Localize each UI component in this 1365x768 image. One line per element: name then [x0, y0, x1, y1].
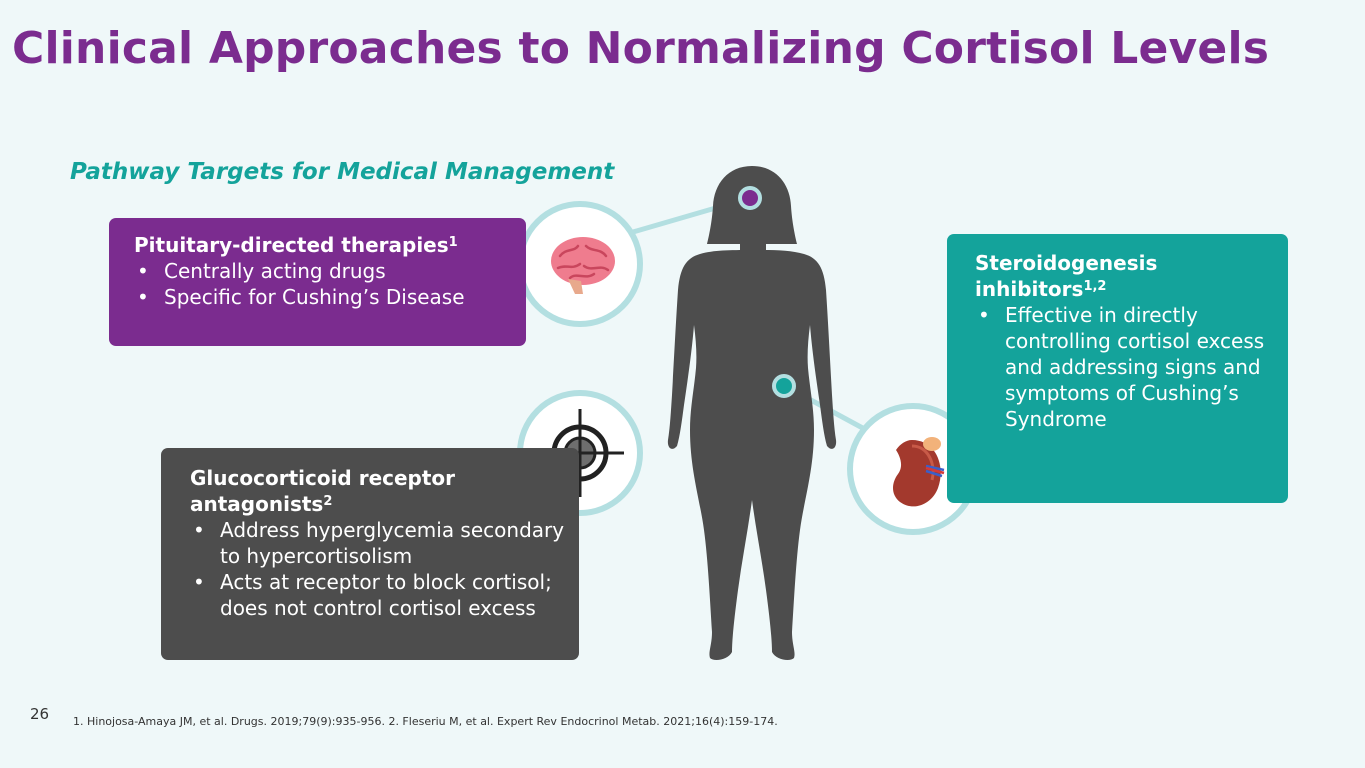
references: 1. Hinojosa-Amaya JM, et al. Drugs. 2019… — [73, 715, 778, 728]
pituitary-therapies-card: Pituitary-directed therapies1 Centrally … — [109, 218, 526, 346]
adrenal-marker — [772, 374, 796, 398]
pituitary-heading: Pituitary-directed therapies1 — [134, 233, 458, 257]
pituitary-bullet-list: Centrally acting drugs Specific for Cush… — [134, 258, 516, 310]
brain-icon — [517, 201, 643, 327]
steroidogenesis-bullet: Effective in directly controlling cortis… — [975, 302, 1278, 432]
female-silhouette — [667, 166, 837, 660]
pituitary-bullet: Centrally acting drugs — [134, 258, 516, 284]
page-number: 26 — [30, 705, 50, 723]
pituitary-marker — [738, 186, 762, 210]
pituitary-bullet: Specific for Cushing’s Disease — [134, 284, 516, 310]
kidney-connector-line — [783, 383, 872, 435]
steroidogenesis-bullet-list: Effective in directly controlling cortis… — [975, 302, 1278, 432]
glucocorticoid-bullet-list: Address hyperglycemia secondary to hyper… — [190, 517, 569, 621]
glucocorticoid-bullet: Acts at receptor to block cortisol; does… — [190, 569, 569, 621]
brain-connector-line — [632, 195, 751, 235]
slide-subtitle: Pathway Targets for Medical Management — [70, 159, 615, 185]
glucocorticoid-bullet: Address hyperglycemia secondary to hyper… — [190, 517, 569, 569]
slide-title: Clinical Approaches to Normalizing Corti… — [12, 23, 1270, 74]
